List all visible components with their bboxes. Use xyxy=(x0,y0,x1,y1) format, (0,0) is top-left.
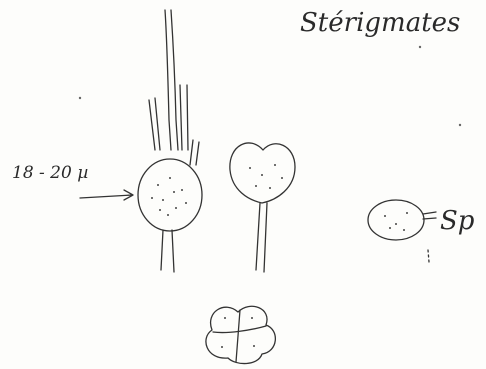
spore-label: Sp xyxy=(440,206,474,236)
stray-dots xyxy=(79,46,461,126)
size-label: 18 - 20 µ xyxy=(12,163,88,183)
spore xyxy=(368,200,436,262)
basidium-with-sterigmata xyxy=(138,10,202,272)
size-arrow xyxy=(80,190,133,200)
tetrad-cell xyxy=(206,306,275,363)
sterigmata-label: Stérigmates xyxy=(300,8,460,38)
heart-basidium xyxy=(230,143,295,272)
